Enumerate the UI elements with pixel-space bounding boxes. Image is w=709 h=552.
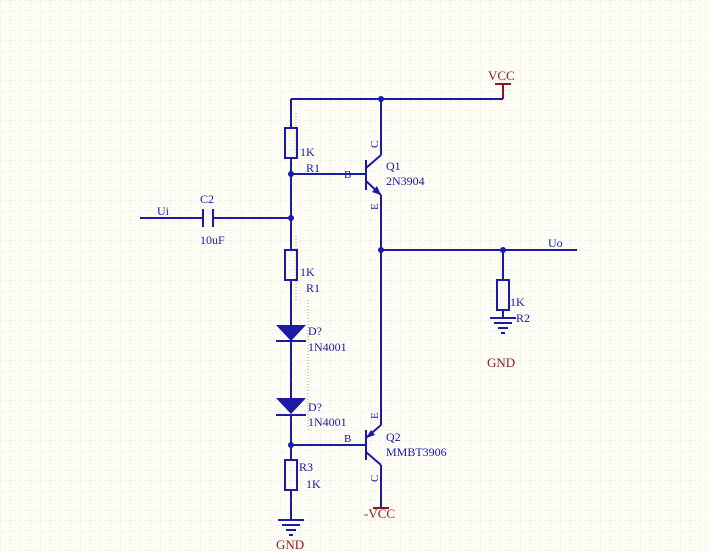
r3-value: 1K [306, 477, 321, 491]
resistor-r3[interactable]: R3 1K [284, 459, 321, 491]
ground-symbol-left: GND [276, 519, 304, 552]
q1-pin-b: B [344, 169, 351, 181]
junction-dot [378, 96, 384, 102]
gnd-left-label: GND [276, 537, 304, 552]
d2-designator: D? [308, 400, 322, 414]
input-net-label: Ui [157, 204, 170, 218]
r1-top-designator: R1 [306, 161, 320, 175]
d2-value: 1N4001 [308, 415, 347, 429]
capacitor-c2[interactable]: C2 10uF [200, 192, 225, 247]
diode-d2[interactable]: D? 1N4001 [276, 398, 347, 429]
c2-value: 10uF [200, 233, 225, 247]
output-net-label: Uo [548, 236, 563, 250]
vcc-symbol: VCC [488, 68, 515, 99]
r3-designator: R3 [299, 460, 313, 474]
junction-dot [288, 215, 294, 221]
q2-value: MMBT3906 [386, 445, 447, 459]
diode-d1[interactable]: D? 1N4001 [276, 324, 347, 354]
r1-mid-value: 1K [300, 265, 315, 279]
neg-vcc-symbol: -VCC [364, 506, 395, 521]
r1-top-value: 1K [300, 145, 315, 159]
r2-value: 1K [510, 295, 525, 309]
q2-pin-b: B [344, 433, 351, 445]
net-trace-hints [295, 113, 309, 430]
r1-mid-designator: R1 [306, 281, 320, 295]
gnd-r2-label: GND [487, 355, 515, 370]
q2-pin-c: C [369, 475, 381, 482]
d1-value: 1N4001 [308, 340, 347, 354]
junction-dot [288, 442, 294, 448]
d1-designator: D? [308, 324, 322, 338]
neg-vcc-label: -VCC [364, 506, 395, 521]
resistor-r2[interactable]: 1K R2 [496, 279, 530, 325]
q1-pin-c: C [369, 141, 381, 148]
r2-designator: R2 [516, 311, 530, 325]
junction-dot [500, 247, 506, 253]
q2-pin-e: E [369, 412, 381, 419]
resistor-r1-top[interactable]: 1K R1 [284, 127, 320, 175]
ground-symbol-r2: GND [487, 317, 516, 370]
q2-designator: Q2 [386, 430, 401, 444]
vcc-label: VCC [488, 68, 515, 83]
q1-designator: Q1 [386, 159, 401, 173]
resistor-r1-mid[interactable]: 1K R1 [284, 249, 320, 295]
wires [140, 98, 577, 520]
transistor-q1[interactable]: B C E Q1 2N3904 [344, 141, 425, 210]
q1-pin-e: E [369, 203, 381, 210]
c2-designator: C2 [200, 192, 214, 206]
q1-value: 2N3904 [386, 174, 425, 188]
junction-dot [288, 171, 294, 177]
junction-dot [378, 247, 384, 253]
transistor-q2[interactable]: B E C Q2 MMBT3906 [344, 412, 447, 482]
junctions [288, 96, 506, 448]
